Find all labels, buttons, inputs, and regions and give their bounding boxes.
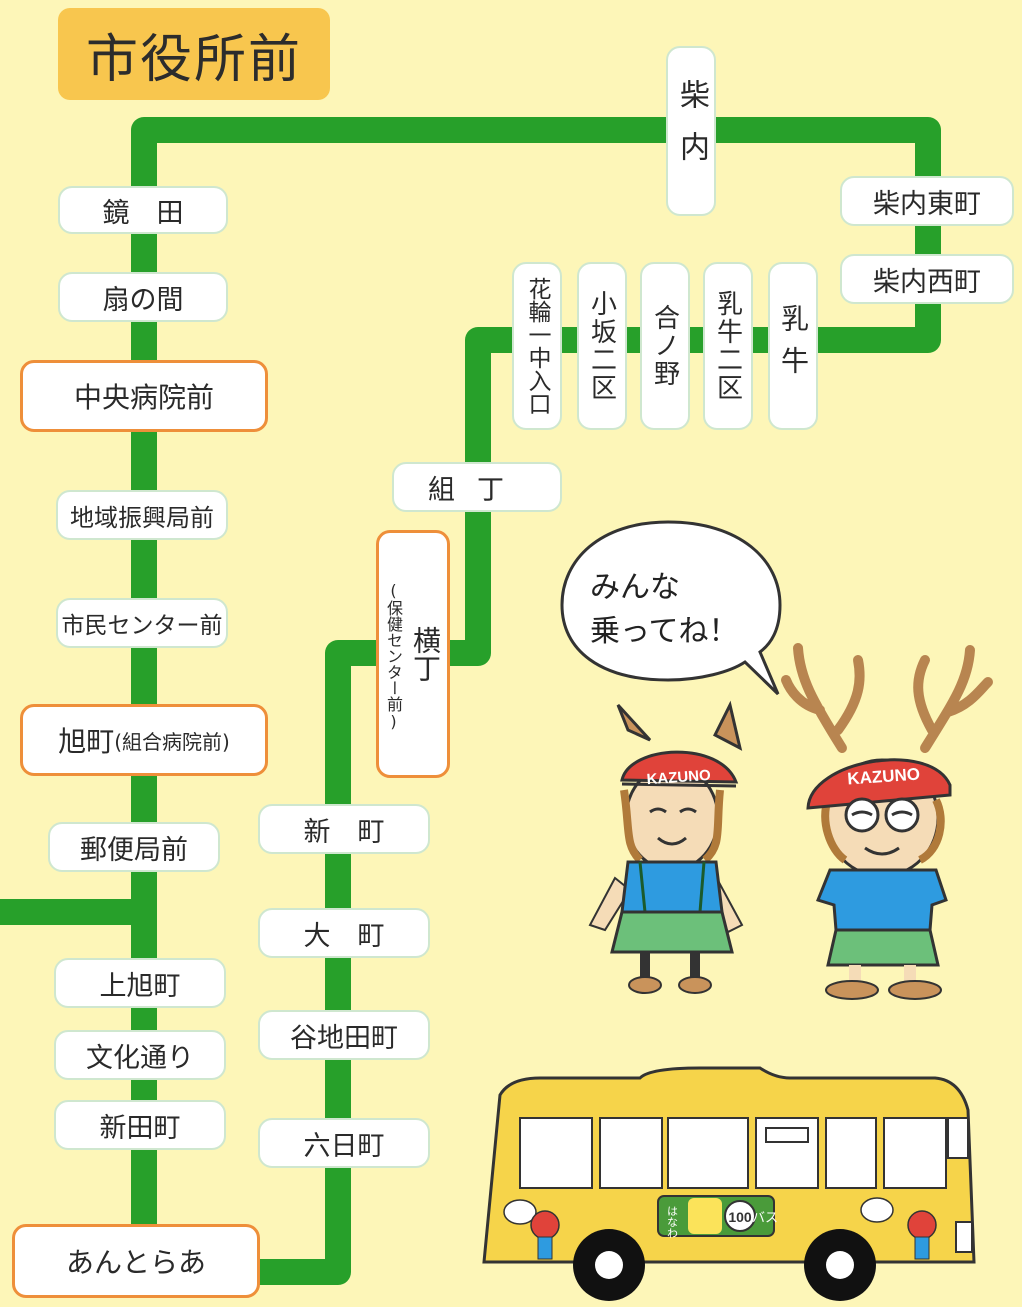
stop-asahimachi[interactable]: 旭町(組合病院前) bbox=[20, 704, 268, 776]
girl-cap-text: KAZUNO bbox=[646, 767, 712, 788]
stop-label: 大 町 bbox=[303, 920, 385, 952]
stop-antoraa[interactable]: あんとらあ bbox=[12, 1224, 260, 1298]
stop-kagamida[interactable]: 鏡 田 bbox=[58, 186, 228, 234]
stop-label: 新田町 bbox=[99, 1112, 181, 1144]
stop-note: (保健センター前) bbox=[384, 581, 403, 731]
stop-label: 新 町 bbox=[303, 816, 385, 848]
stop-label: 扇の間 bbox=[102, 284, 184, 316]
stop-label: 鏡 田 bbox=[102, 197, 184, 229]
stop-label: 乳牛二区 bbox=[712, 290, 743, 402]
stop-label: 合ノ野 bbox=[649, 304, 680, 388]
girl-deer-mascot: KAZUNO bbox=[588, 700, 744, 994]
stop-shimin-center[interactable]: 市民センター前 bbox=[56, 598, 228, 648]
stop-label: 文化通り bbox=[86, 1042, 194, 1074]
stop-yubinkyoku[interactable]: 郵便局前 bbox=[48, 822, 220, 872]
stop-hanawa-ichuiriguchi[interactable]: 花輪一中入口 bbox=[512, 262, 562, 430]
stop-label: 横丁 bbox=[409, 626, 442, 682]
stop-muikamachi[interactable]: 六日町 bbox=[258, 1118, 430, 1168]
speech-bubble bbox=[560, 520, 782, 696]
speech-line-1: みんな bbox=[590, 570, 680, 605]
stop-nyugyu[interactable]: 乳牛 bbox=[768, 262, 818, 430]
stop-label: 郵便局前 bbox=[80, 834, 188, 866]
stop-label: 上旭町 bbox=[99, 970, 181, 1002]
stop-label: 谷地田町 bbox=[290, 1022, 398, 1054]
stop-label: 乳牛 bbox=[777, 304, 810, 388]
boy-deer-mascot: KAZUNO bbox=[781, 643, 993, 1000]
bus-band-right: バス bbox=[752, 1211, 778, 1226]
stop-label: 旭町 bbox=[58, 725, 115, 758]
bus-band-left: はなわ bbox=[666, 1205, 679, 1238]
stop-label: 花輪一中入口 bbox=[524, 277, 550, 415]
stop-shibanai-higashi[interactable]: 柴内東町 bbox=[840, 176, 1014, 226]
stop-shinden[interactable]: 新田町 bbox=[54, 1100, 226, 1150]
stop-label: 組丁 bbox=[428, 474, 526, 506]
stop-note: (組合病院前) bbox=[114, 729, 230, 754]
stop-oginoma[interactable]: 扇の間 bbox=[58, 272, 228, 322]
stop-yachidamachi[interactable]: 谷地田町 bbox=[258, 1010, 430, 1060]
stop-label: 中央病院前 bbox=[73, 381, 214, 414]
stop-label: 地域振興局前 bbox=[70, 503, 214, 532]
stop-label: 小坂二区 bbox=[586, 290, 617, 402]
stop-bunka-dori[interactable]: 文化通り bbox=[54, 1030, 226, 1080]
stop-shibanai[interactable]: 柴内 bbox=[666, 46, 716, 216]
stop-label: 柴内東町 bbox=[873, 188, 981, 220]
stop-chiiki-shinko[interactable]: 地域振興局前 bbox=[56, 490, 228, 540]
stop-label: 柴内 bbox=[674, 79, 709, 183]
stop-nyugyu-niku[interactable]: 乳牛二区 bbox=[703, 262, 753, 430]
bus-number: 100 bbox=[728, 1209, 752, 1225]
stop-shinmachi[interactable]: 新 町 bbox=[258, 804, 430, 854]
page-title: 市役所前 bbox=[58, 8, 330, 100]
stop-omachi[interactable]: 大 町 bbox=[258, 908, 430, 958]
stop-kosaka-niku[interactable]: 小坂二区 bbox=[577, 262, 627, 430]
stop-label: 六日町 bbox=[303, 1130, 385, 1162]
stop-yokocho[interactable]: 横丁 (保健センター前) bbox=[376, 530, 450, 778]
stop-label: 柴内西町 bbox=[873, 266, 981, 298]
stop-kumicho[interactable]: 組丁 bbox=[392, 462, 562, 512]
stop-kami-asahi[interactable]: 上旭町 bbox=[54, 958, 226, 1008]
speech-line-2: 乗ってね！ bbox=[590, 614, 739, 649]
stop-label: 市民センター前 bbox=[61, 613, 223, 639]
stop-shibanai-nishi[interactable]: 柴内西町 bbox=[840, 254, 1014, 304]
stop-label: あんとらあ bbox=[65, 1246, 206, 1279]
bus-illustration: 100 はなわ バス bbox=[482, 1066, 976, 1301]
stop-gounono[interactable]: 合ノ野 bbox=[640, 262, 690, 430]
speech-text: みんな 乗ってね！ bbox=[590, 566, 750, 654]
stop-chuo-byoin[interactable]: 中央病院前 bbox=[20, 360, 268, 432]
